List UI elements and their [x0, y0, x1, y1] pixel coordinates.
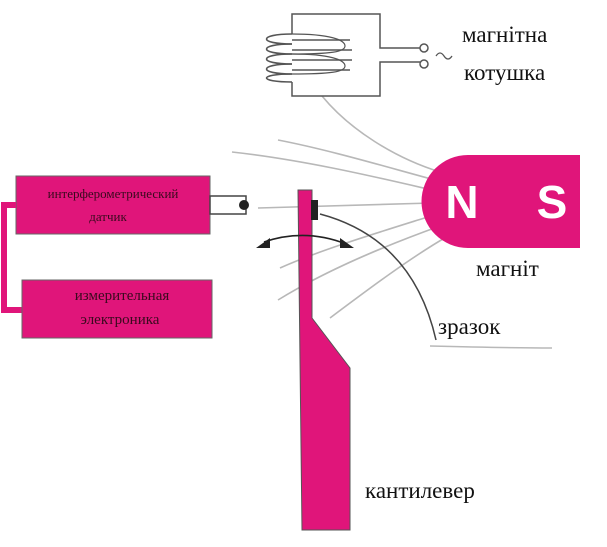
cantilever-body — [297, 189, 351, 531]
electronics-label-line1: измерительная — [75, 288, 170, 304]
sensor-probe-tip — [239, 200, 249, 210]
interferometric-sensor: интерферометрический датчик — [15, 175, 249, 235]
coil-windings — [266, 33, 352, 83]
magnet-body — [421, 155, 580, 248]
magnet-label: магніт — [476, 256, 539, 281]
cantilever-label: кантилевер — [365, 478, 475, 503]
oscillation-arrow-icon — [256, 234, 354, 248]
sample-leader-line — [319, 213, 437, 341]
coil-frame — [291, 13, 420, 97]
coil-terminal — [419, 43, 429, 53]
sample — [311, 200, 318, 220]
coil-terminal — [419, 59, 429, 69]
coil-label-line2: котушка — [464, 60, 545, 85]
ac-symbol-icon — [435, 52, 453, 60]
connection-wire — [1, 202, 22, 313]
magnet-north-pole: N — [445, 176, 478, 228]
field-line — [321, 95, 441, 173]
cantilever — [297, 189, 351, 531]
field-line — [279, 214, 435, 269]
coil-label-line1: магнітна — [462, 22, 547, 47]
field-line — [329, 235, 449, 319]
sample-label: зразок — [438, 314, 501, 339]
magnetic-coil — [266, 13, 453, 97]
field-line — [429, 345, 553, 349]
sensor-box — [15, 175, 211, 235]
sensor-label-line1: интерферометрический — [48, 186, 179, 201]
electronics-box — [21, 279, 213, 339]
sensor-label-line2: датчик — [89, 209, 127, 224]
field-line — [277, 225, 441, 301]
field-lines — [231, 95, 553, 349]
measuring-electronics: измерительная электроника — [21, 279, 213, 339]
field-line — [277, 139, 436, 181]
electronics-label-line2: электроника — [81, 312, 160, 328]
magnet-south-pole: S — [537, 176, 568, 228]
field-line — [257, 202, 433, 209]
field-line — [231, 151, 433, 191]
magnet: N S — [421, 155, 580, 248]
